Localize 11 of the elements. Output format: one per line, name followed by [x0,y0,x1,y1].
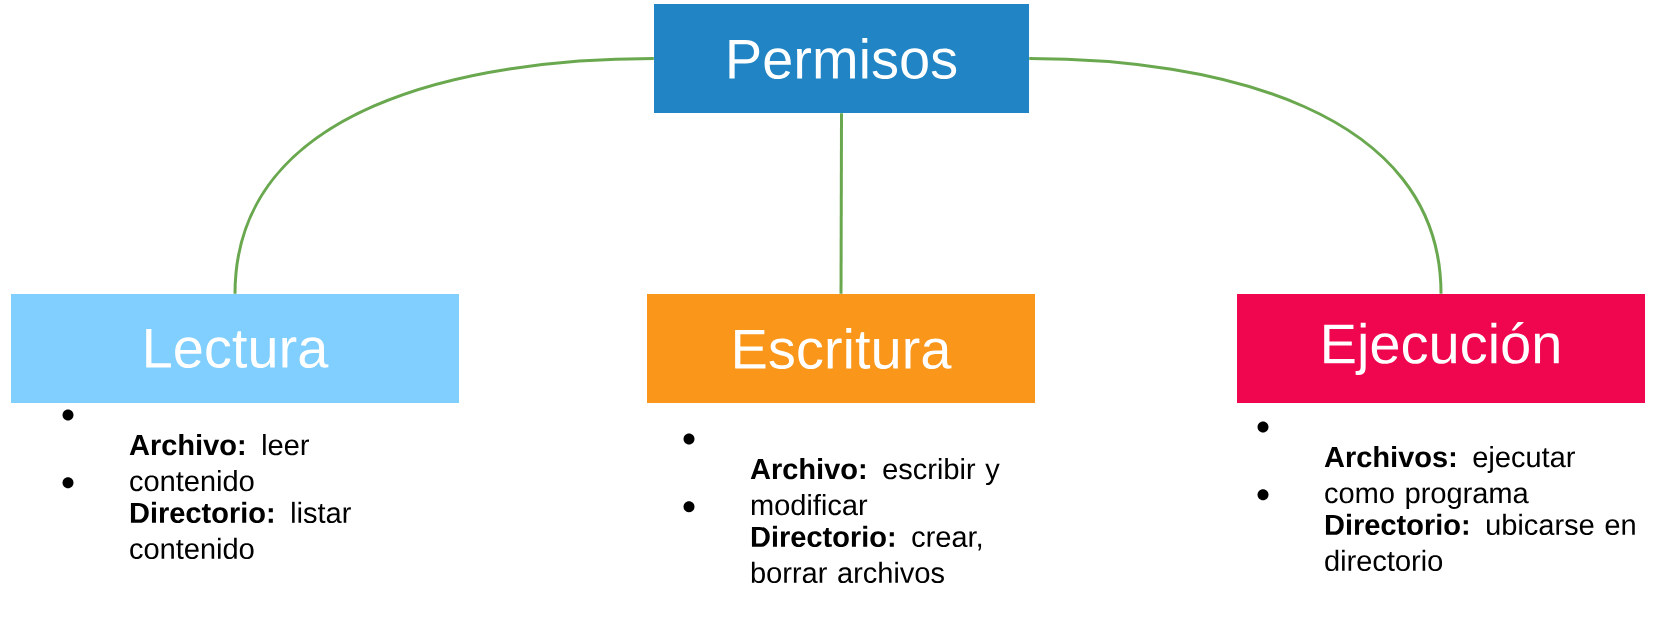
bullet-text: Directorio: ubicarse en directorio [1325,513,1635,572]
category-box: Escritura [647,294,1035,403]
connector-line [839,113,843,294]
bullet-text: Directorio: listar contenido [130,501,351,560]
category-box: Ejecución [1237,294,1645,403]
bullet-text: Archivos: ejecutar como programa [1324,446,1575,510]
connector-line [1029,57,1443,294]
bullet-text: Directorio: crear, borrar archivos [751,525,982,584]
category-box: Permisos [654,4,1029,113]
connector-line [233,57,654,294]
category-box: Lectura [11,294,459,403]
